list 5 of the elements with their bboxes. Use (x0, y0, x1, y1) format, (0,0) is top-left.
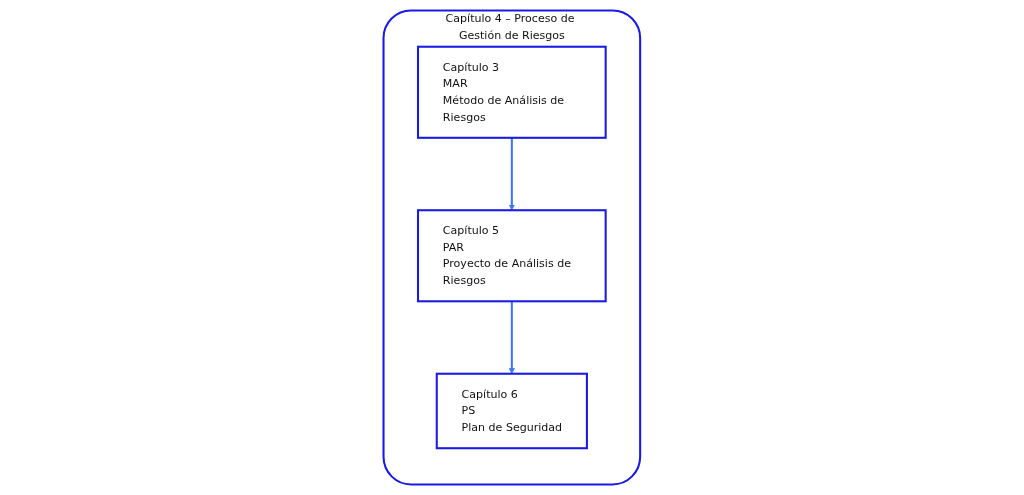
arrow (508, 301, 516, 374)
node-box: Capítulo 3 MAR Método de Análisis de Riesgos (417, 45, 607, 139)
node-box: Capítulo 6 PS Plan de Seguridad (435, 372, 589, 450)
arrow (508, 137, 516, 211)
node-box: Capítulo 5 PAR Proyecto de Análisis de Riesgos (417, 209, 607, 303)
